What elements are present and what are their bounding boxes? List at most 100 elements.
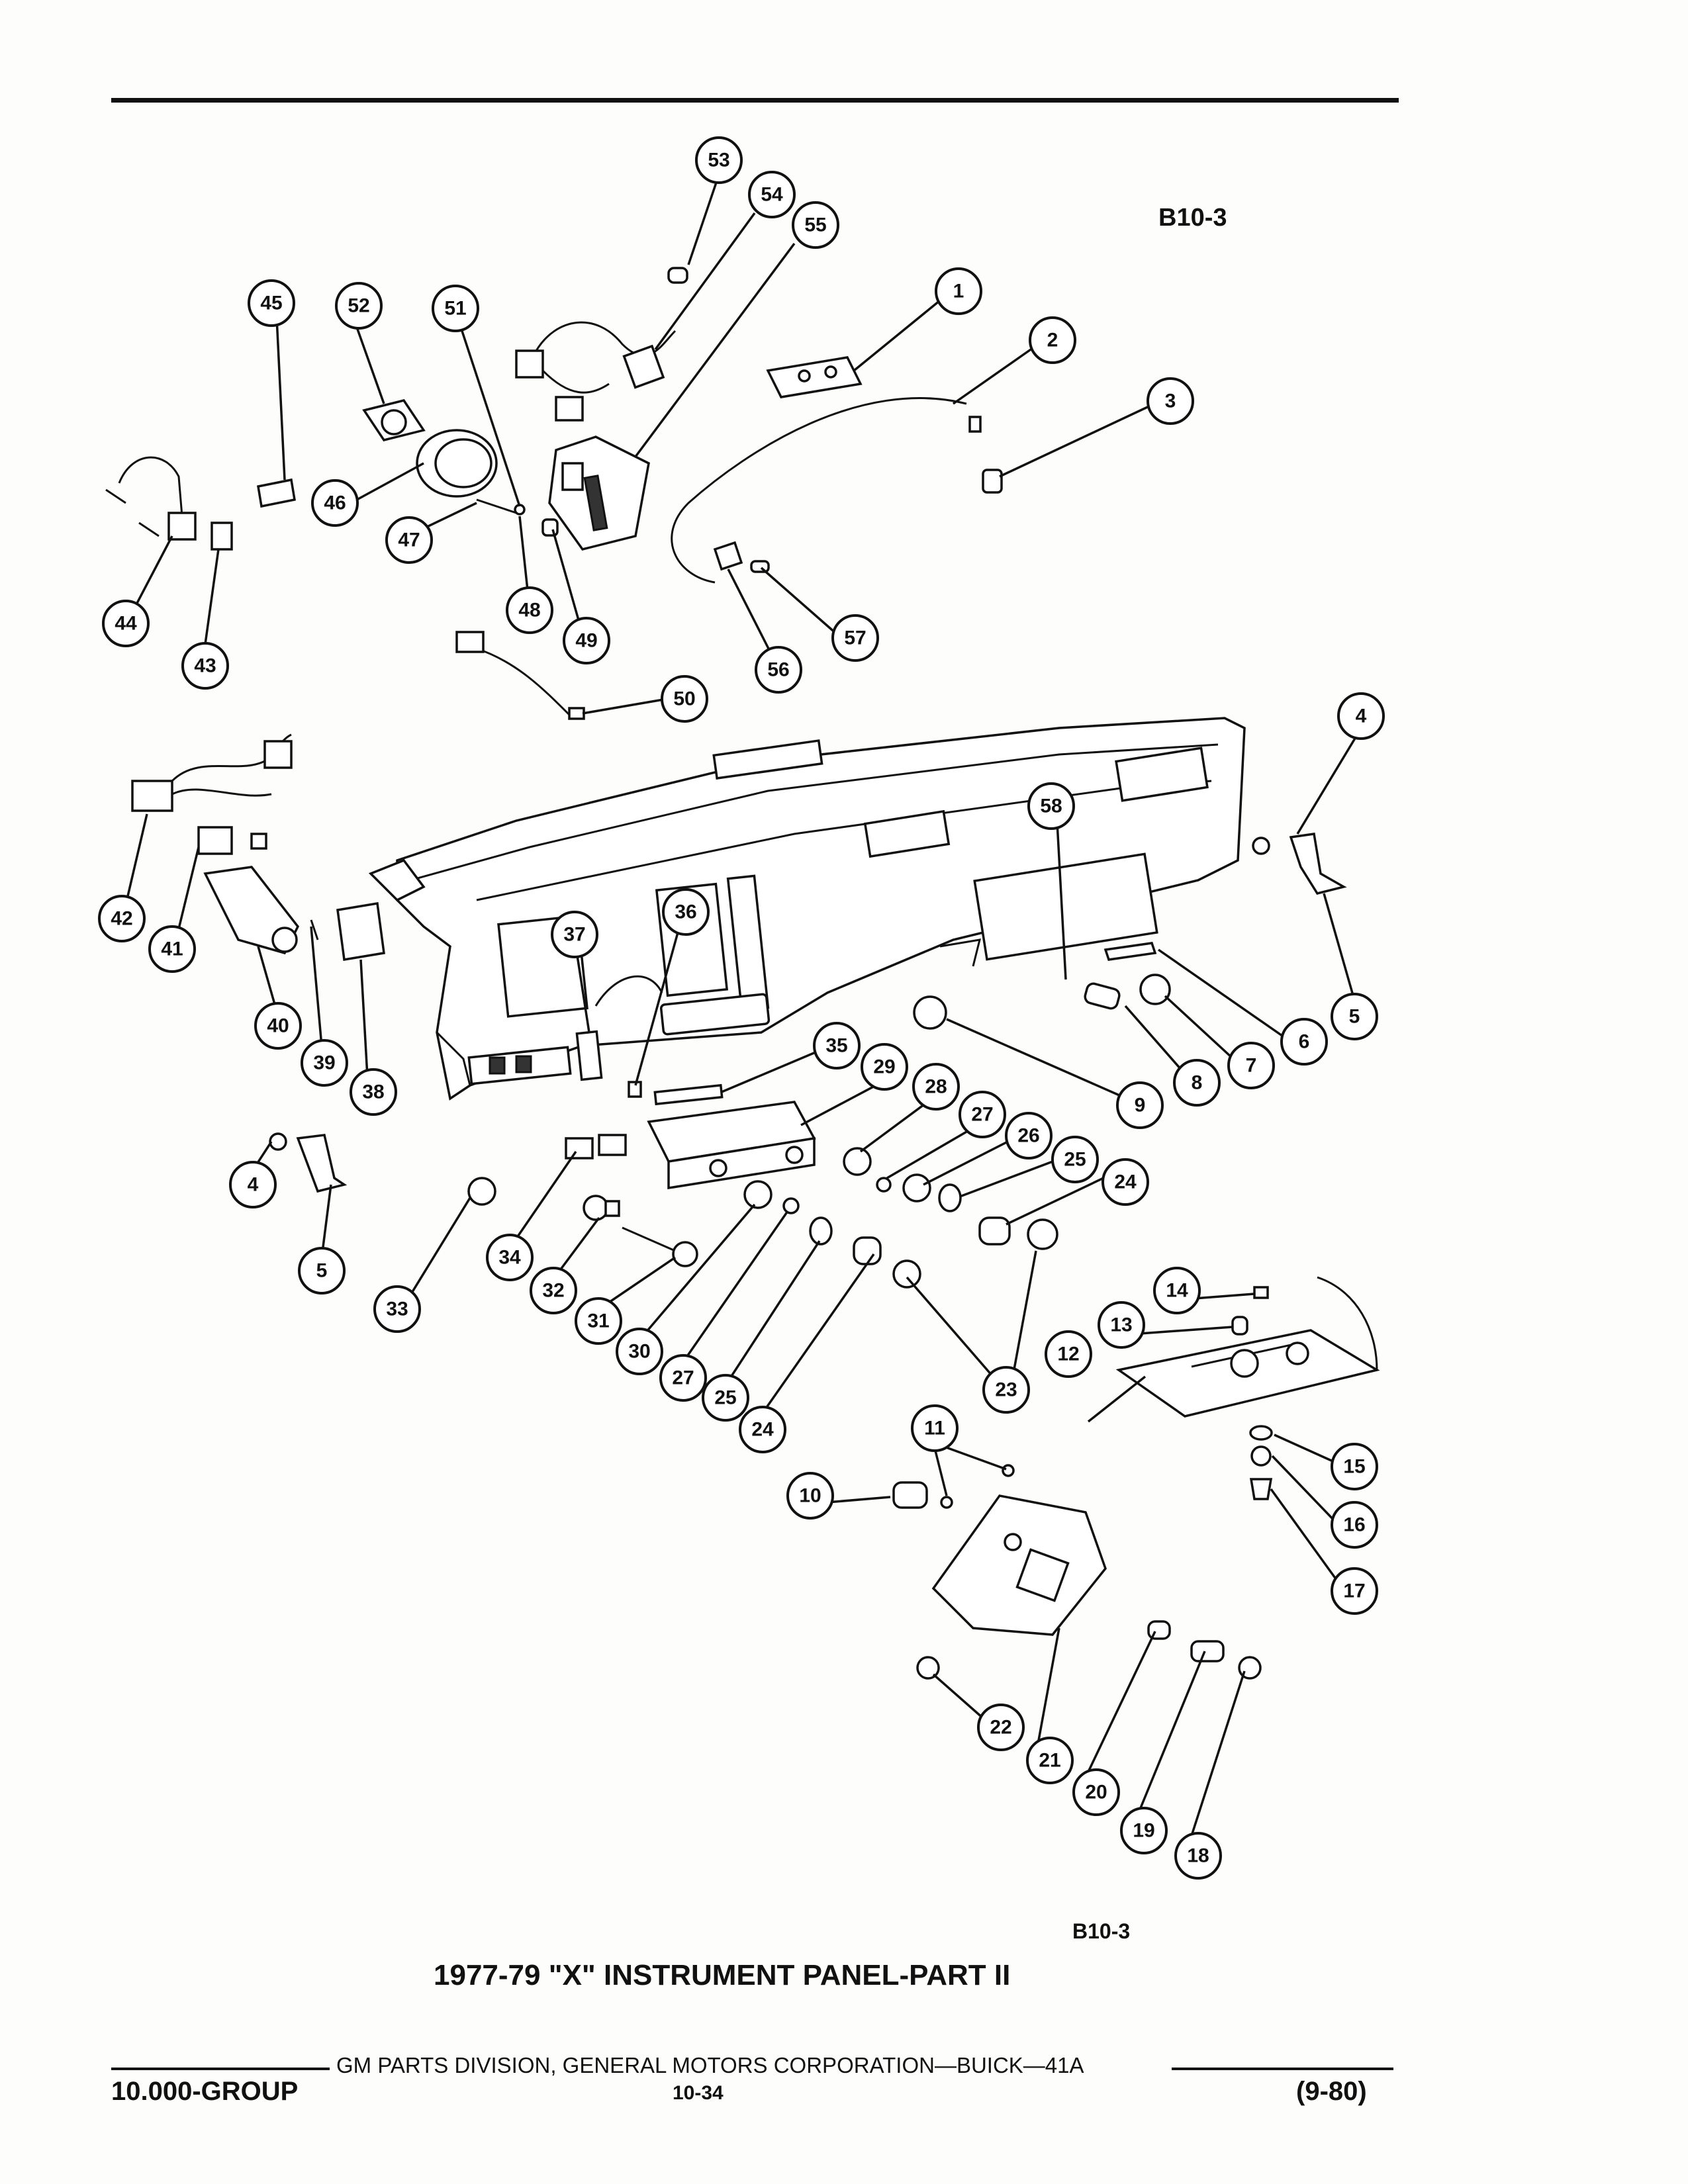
heater-control-55: [548, 435, 650, 551]
callout-18: 18: [1174, 1832, 1222, 1880]
svg-text:47: 47: [398, 529, 420, 551]
clock-46: [416, 429, 498, 498]
svg-text:21: 21: [1039, 1750, 1060, 1772]
grommet-22: [916, 1656, 940, 1680]
callout-37: 37: [551, 911, 598, 958]
svg-text:54: 54: [761, 184, 783, 206]
svg-text:30: 30: [628, 1341, 650, 1363]
knob-23-upper: [1027, 1218, 1058, 1250]
callout-5-left: 5: [298, 1247, 346, 1295]
knob-31: [622, 1226, 698, 1267]
header-rule: [111, 98, 1399, 103]
diagram-title: 1977-79 "X" INSTRUMENT PANEL-PART II: [434, 1959, 1011, 1991]
bulb-33: [467, 1177, 496, 1206]
callout-44: 44: [102, 600, 150, 647]
footer-rule-left: [111, 2068, 330, 2070]
svg-text:38: 38: [362, 1081, 384, 1103]
cable-50: [455, 631, 585, 720]
callout-10: 10: [786, 1472, 834, 1520]
bulb-53: [667, 267, 688, 284]
svg-text:19: 19: [1133, 1820, 1154, 1842]
callout-41: 41: [148, 925, 196, 973]
footer-date-code: (9-80): [1296, 2077, 1367, 2106]
svg-text:5: 5: [1349, 1006, 1360, 1028]
footer-page-number: 10-34: [673, 2082, 724, 2104]
svg-text:25: 25: [714, 1387, 736, 1409]
svg-text:14: 14: [1166, 1280, 1188, 1302]
callout-8: 8: [1173, 1059, 1221, 1107]
svg-text:13: 13: [1110, 1314, 1132, 1336]
svg-text:52: 52: [348, 295, 369, 317]
instrument-panel-carrier: [368, 717, 1246, 1101]
svg-text:57: 57: [844, 627, 866, 649]
switch-32: [583, 1195, 620, 1221]
callout-31: 31: [575, 1297, 622, 1345]
callout-17: 17: [1331, 1567, 1378, 1615]
bezel-52: [362, 399, 426, 441]
switch-8: [1084, 982, 1121, 1010]
svg-text:24: 24: [1114, 1171, 1137, 1193]
callout-27-lower: 27: [659, 1354, 707, 1402]
switch-38: [336, 901, 385, 962]
svg-text:23: 23: [995, 1379, 1017, 1401]
control-37: [575, 1030, 603, 1081]
cable-2: [671, 397, 982, 584]
callout-9: 9: [1116, 1081, 1164, 1129]
callout-51: 51: [432, 285, 479, 332]
switch-40: [203, 866, 300, 955]
svg-text:50: 50: [673, 688, 695, 710]
callout-5-right: 5: [1331, 993, 1378, 1040]
nut-27-upper: [876, 1177, 892, 1193]
callout-46: 46: [311, 479, 359, 527]
callout-45: 45: [248, 279, 295, 327]
svg-text:11: 11: [924, 1418, 945, 1439]
radio-29: [647, 1101, 816, 1190]
svg-text:49: 49: [575, 630, 597, 652]
figure-code-bottom: B10-3: [1072, 1919, 1131, 1943]
svg-text:40: 40: [267, 1015, 289, 1037]
callout-6: 6: [1280, 1018, 1328, 1066]
svg-text:6: 6: [1299, 1031, 1310, 1053]
svg-text:32: 32: [542, 1280, 564, 1302]
knob-23: [892, 1259, 921, 1289]
callout-33: 33: [373, 1285, 421, 1333]
callout-47: 47: [385, 516, 433, 564]
callout-22: 22: [977, 1704, 1025, 1751]
callout-4-right: 4: [1337, 692, 1385, 740]
callout-28: 28: [912, 1063, 960, 1111]
callout-56: 56: [755, 646, 802, 694]
knob-30: [743, 1180, 773, 1209]
callout-14: 14: [1153, 1267, 1201, 1314]
svg-text:45: 45: [260, 293, 282, 314]
callout-53: 53: [695, 136, 743, 184]
callout-1: 1: [935, 267, 982, 315]
svg-text:27: 27: [672, 1367, 694, 1389]
wiring-harness-54: [515, 321, 677, 422]
svg-text:53: 53: [708, 150, 729, 171]
callout-42: 42: [98, 895, 146, 942]
callout-26: 26: [1005, 1112, 1053, 1160]
callout-25: 25: [1051, 1136, 1099, 1183]
pad-45: [256, 478, 297, 508]
lighter-housing-21: [931, 1494, 1107, 1636]
parts-18-20: [1147, 1620, 1262, 1680]
svg-text:27: 27: [971, 1104, 993, 1126]
callout-24: 24: [1102, 1158, 1149, 1206]
svg-text:58: 58: [1040, 796, 1062, 817]
callout-38: 38: [350, 1068, 397, 1116]
callout-13: 13: [1098, 1301, 1145, 1349]
svg-text:34: 34: [498, 1247, 521, 1269]
callout-20: 20: [1072, 1768, 1120, 1816]
svg-text:26: 26: [1017, 1125, 1039, 1147]
knob-26: [902, 1173, 931, 1203]
switch-41: [197, 826, 267, 855]
svg-text:5: 5: [316, 1260, 328, 1282]
callout-7: 7: [1227, 1042, 1275, 1089]
svg-text:18: 18: [1187, 1845, 1209, 1867]
callout-36: 36: [662, 888, 710, 936]
callout-43: 43: [181, 642, 229, 690]
bezel-1: [766, 356, 863, 398]
callout-35: 35: [813, 1022, 861, 1069]
